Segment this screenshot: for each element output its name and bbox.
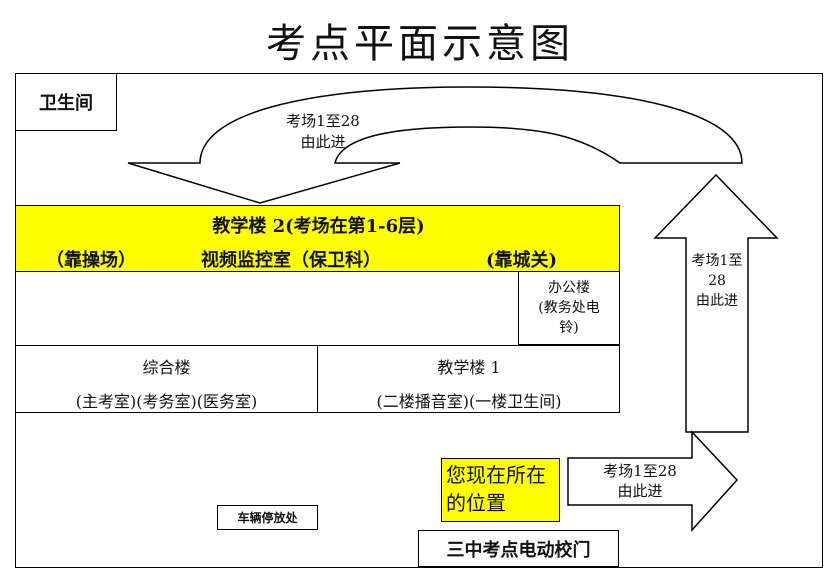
- office-building: 办公楼 (教务处电 铃): [518, 271, 620, 345]
- school-gate: 三中考点电动校门: [418, 530, 619, 567]
- current-location-line1: 您现在所在: [446, 463, 546, 487]
- current-location-line2: 的位置: [446, 491, 506, 515]
- parking-area: 车辆停放处: [217, 505, 318, 530]
- complex-building: 综合楼 (主考室)(考务室)(医务室): [15, 345, 318, 413]
- campus-boundary: [15, 73, 823, 568]
- gate-right-arrow: [567, 430, 739, 532]
- top-arrow-label: 考场1至28 由此进: [268, 110, 378, 154]
- top-arrow-line1: 考场1至28: [286, 112, 360, 130]
- complex-building-name: 综合楼: [142, 358, 191, 377]
- complex-building-rooms: (主考室)(考务室)(医务室): [75, 392, 258, 411]
- teaching-building-2-right-note: (靠城关): [486, 250, 558, 271]
- gate-arrow-line2: 由此进: [617, 482, 663, 500]
- teaching-building-2-left-note: （靠操场）: [46, 250, 136, 271]
- current-location-marker: 您现在所在 的位置: [441, 458, 560, 522]
- top-arrow-line2: 由此进: [300, 133, 346, 151]
- right-up-arrow: [653, 173, 779, 433]
- teaching-building-1-name: 教学楼 1: [437, 358, 501, 377]
- right-arrow-line1: 考场1至: [691, 253, 743, 269]
- teaching-building-2-center-note: 视频监控室（保卫科）: [201, 250, 381, 271]
- right-arrow-line2: 28: [708, 273, 726, 289]
- right-arrow-label: 考场1至 28 由此进: [686, 248, 748, 314]
- right-arrow-line3: 由此进: [696, 293, 738, 309]
- office-building-line2: (教务处电: [538, 300, 600, 316]
- page-title: 考点平面示意图: [266, 21, 574, 67]
- teaching-building-2-title: 教学楼 2(考场在第1-6层): [212, 216, 425, 237]
- top-curved-arrow: [127, 86, 743, 204]
- teaching-building-1-rooms: (二楼播音室)(一楼卫生间): [376, 392, 562, 411]
- gate-arrow-line1: 考场1至28: [603, 462, 677, 480]
- teaching-building-1: 教学楼 1 (二楼播音室)(一楼卫生间): [318, 345, 620, 413]
- office-building-line3: 铃): [559, 320, 579, 336]
- restroom-label: 卫生间: [15, 73, 117, 131]
- teaching-building-2: 教学楼 2(考场在第1-6层) （靠操场） 视频监控室（保卫科） (靠城关): [15, 205, 620, 272]
- gate-arrow-label: 考场1至28 由此进: [575, 460, 705, 502]
- office-building-line1: 办公楼: [548, 280, 590, 296]
